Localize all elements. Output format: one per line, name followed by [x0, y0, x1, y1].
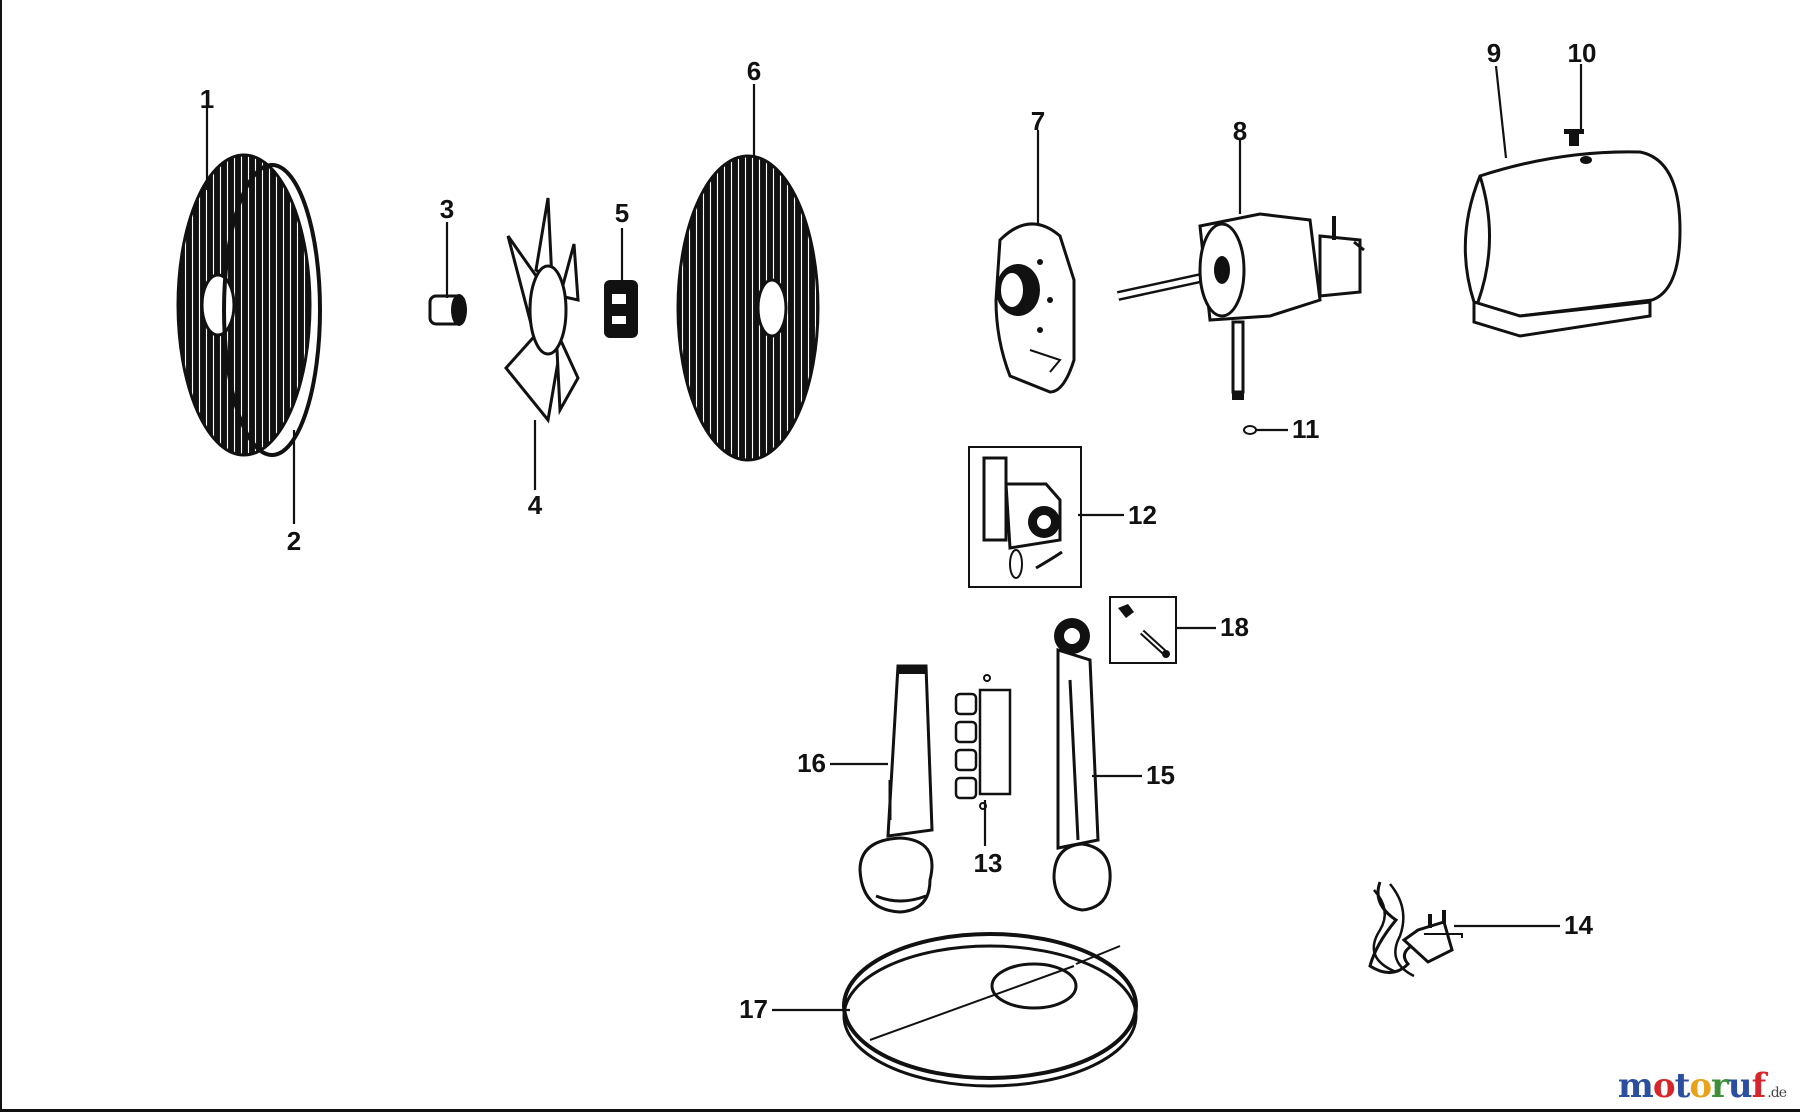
switch-assembly-part-13 — [954, 674, 1012, 810]
front-grill-part-6 — [676, 154, 820, 462]
spinner-cap-part-3 — [428, 294, 467, 326]
screw-part-10 — [1564, 129, 1584, 146]
callout-16: 16 — [797, 748, 826, 778]
callout-8: 8 — [1233, 116, 1247, 146]
fan-blade-part-4 — [504, 197, 580, 424]
callout-labels: 1 2 3 4 5 6 7 8 9 10 11 12 13 14 15 16 1… — [200, 38, 1597, 1024]
stand-pivot-column-part-15 — [1052, 618, 1112, 912]
brand-letter: f — [1751, 1066, 1767, 1106]
callout-3: 3 — [440, 194, 454, 224]
callout-7: 7 — [1031, 106, 1045, 136]
motoruf-watermark-logo: motoruf.de — [1617, 1066, 1787, 1106]
callout-15: 15 — [1146, 760, 1175, 790]
frame-left-border — [0, 0, 2, 1112]
callout-5: 5 — [615, 198, 629, 228]
callout-13: 13 — [974, 848, 1003, 878]
frame-bottom-border — [0, 1109, 1800, 1112]
tilt-mechanism-part-12 — [968, 446, 1082, 588]
callout-10: 10 — [1568, 38, 1597, 68]
brand-letter: r — [1711, 1066, 1729, 1106]
brand-letter: u — [1727, 1066, 1753, 1106]
washer-part-11 — [1243, 425, 1257, 435]
callout-12: 12 — [1128, 500, 1157, 530]
callout-1: 1 — [200, 84, 214, 114]
power-cord-part-14 — [1368, 881, 1463, 978]
base-disc-part-17 — [842, 932, 1138, 1088]
grill-ring-part-2 — [222, 163, 322, 457]
callout-18: 18 — [1220, 612, 1249, 642]
brand-letter: o — [1689, 1066, 1712, 1106]
rear-grill-part-1 — [176, 153, 312, 457]
gearbox-cover-part-7 — [994, 222, 1076, 394]
brand-tld: .de — [1767, 1085, 1787, 1101]
callout-6: 6 — [747, 56, 761, 86]
callout-14: 14 — [1564, 910, 1593, 940]
brand-letter: m — [1617, 1066, 1654, 1106]
stand-column-part-16 — [858, 664, 934, 914]
brand-letter: t — [1674, 1066, 1691, 1106]
callout-2: 2 — [287, 526, 301, 556]
leader-lines — [205, 64, 1583, 1012]
brand-letter: o — [1652, 1066, 1676, 1106]
callout-4: 4 — [528, 490, 543, 520]
callout-17: 17 — [739, 994, 768, 1024]
bolt-part-18 — [1109, 596, 1177, 664]
callout-9: 9 — [1487, 38, 1501, 68]
motor-housing-part-9 — [1463, 150, 1682, 338]
motor-part-8 — [1116, 212, 1365, 400]
blade-hub-nut-part-5 — [604, 280, 638, 338]
callout-11: 11 — [1292, 414, 1320, 444]
